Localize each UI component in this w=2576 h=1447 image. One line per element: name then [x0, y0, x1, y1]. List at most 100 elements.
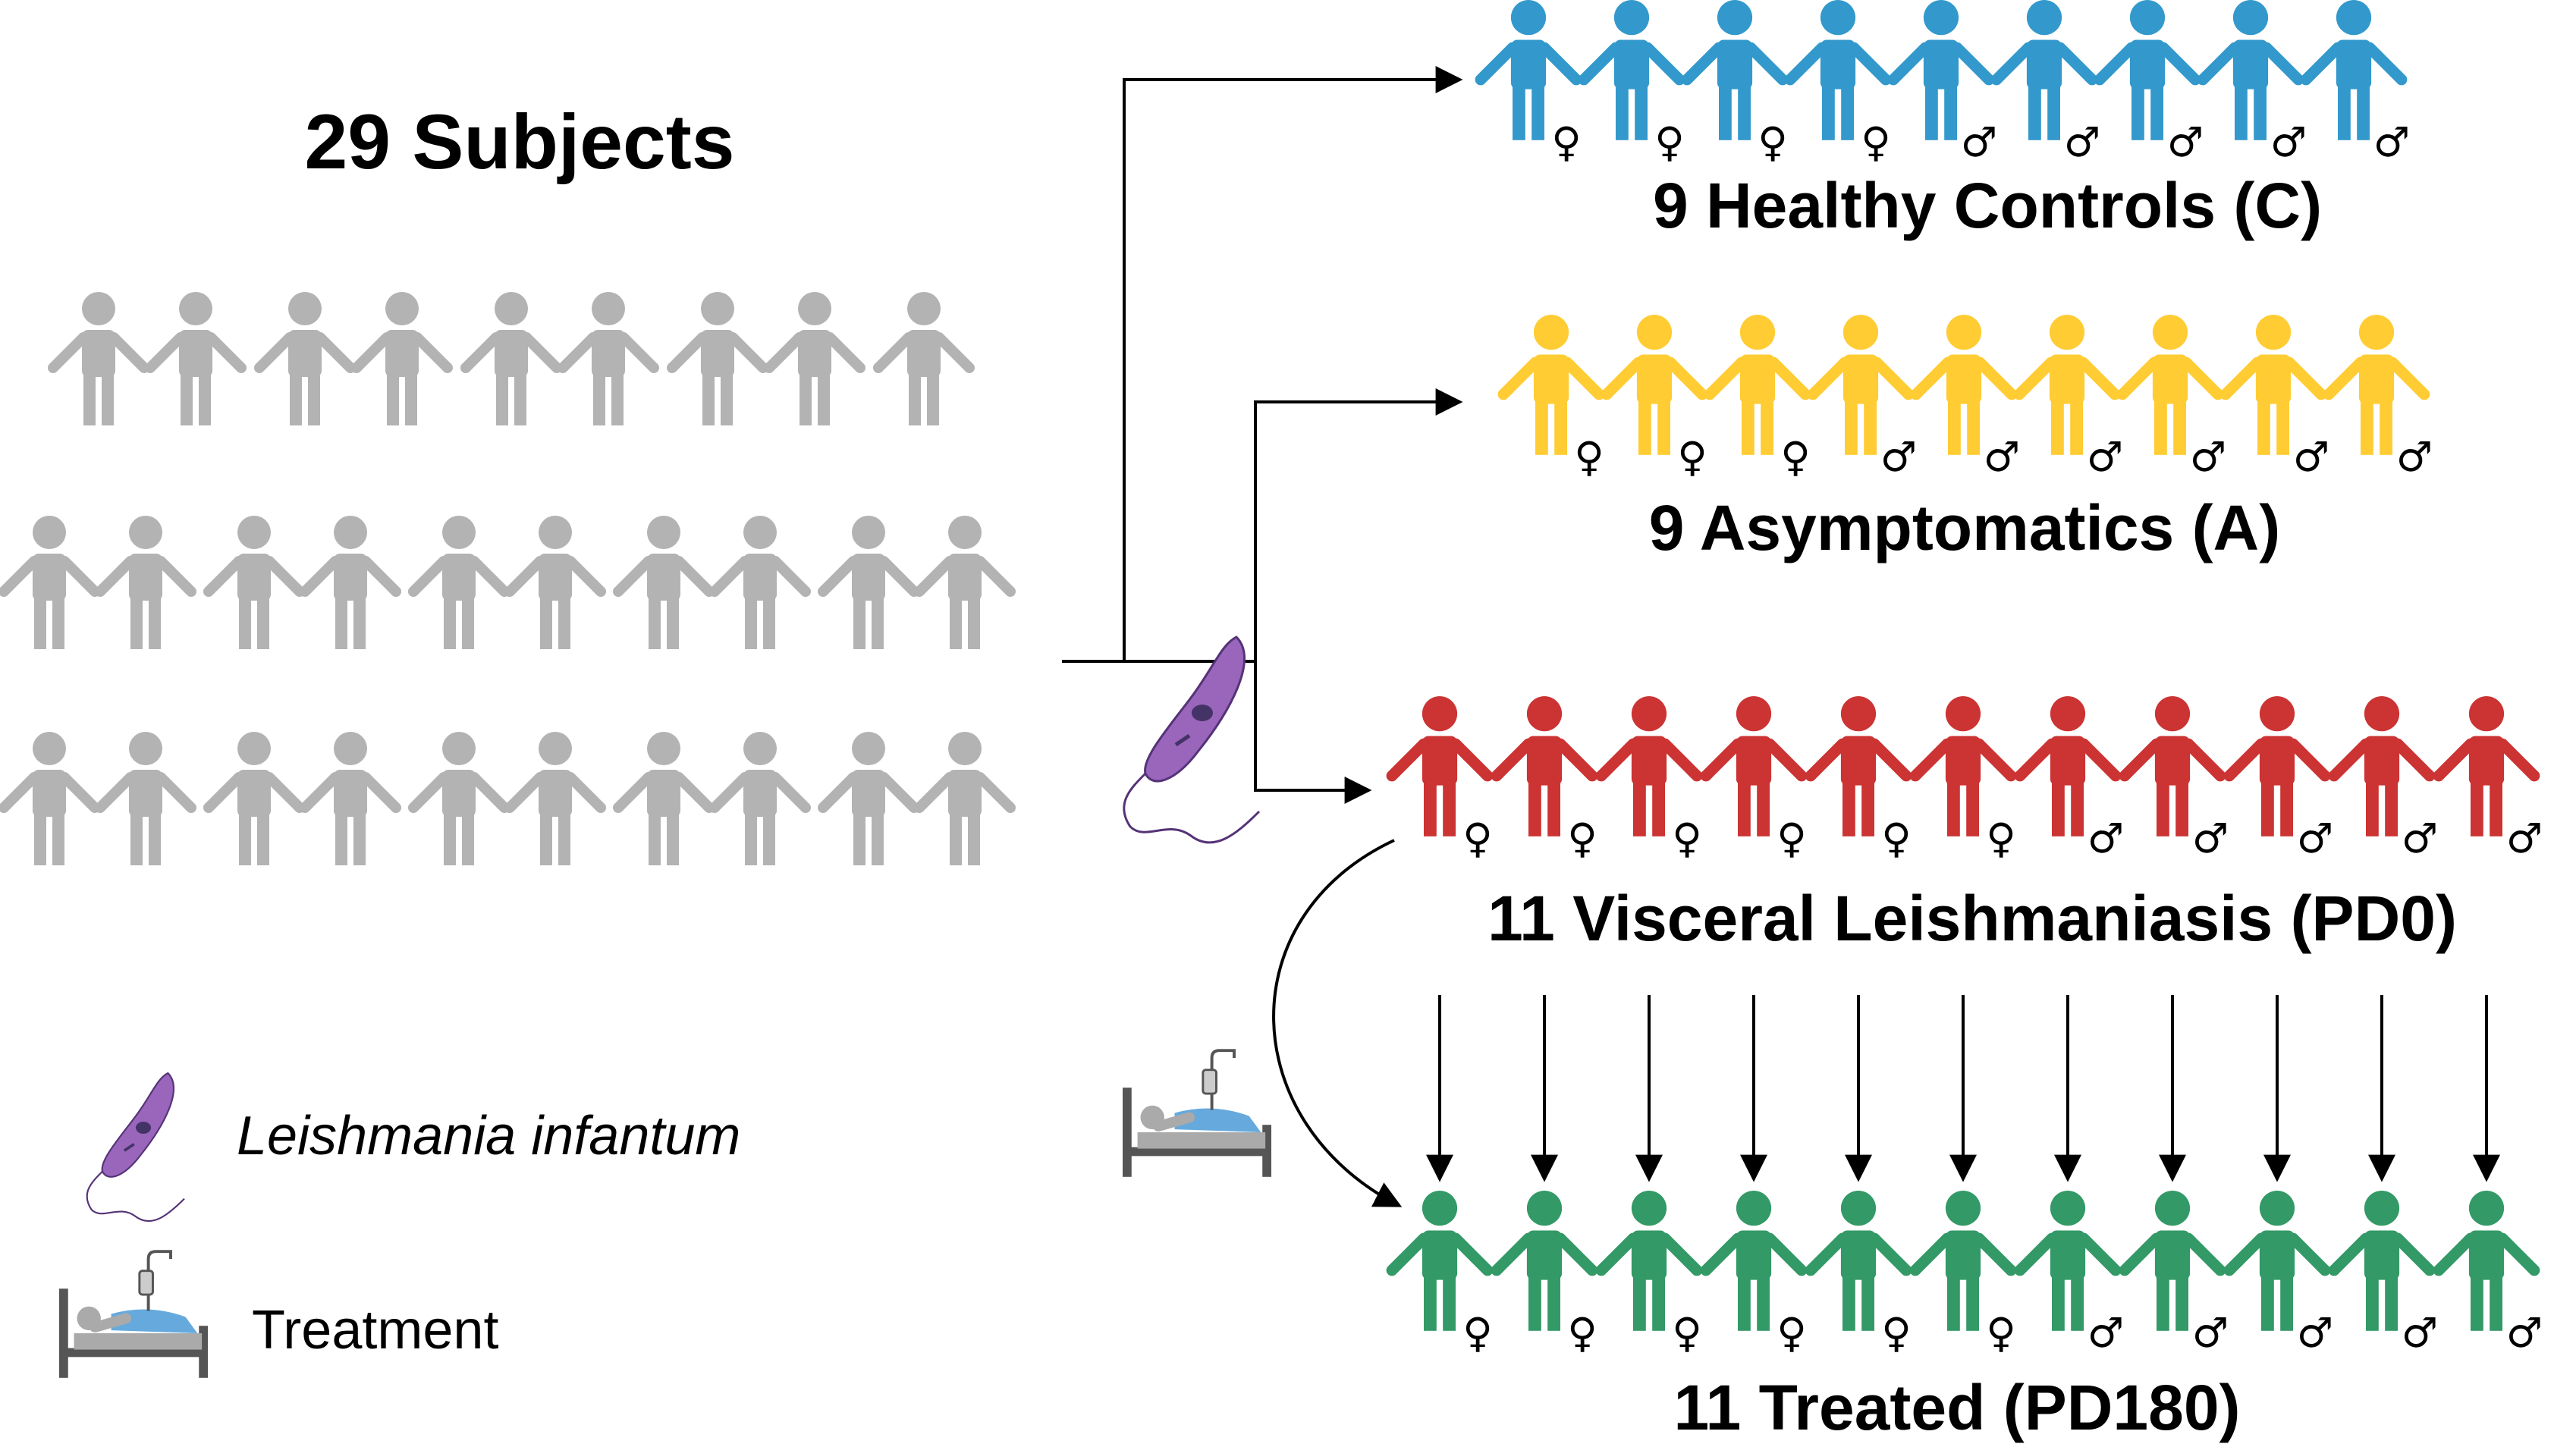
sex-symbol: ♀ — [1551, 118, 1582, 166]
group-label-treated: 11 Treated (PD180) — [1673, 1372, 2240, 1443]
subject-figure — [667, 292, 768, 425]
group-label-asymptomatic: 9 Asymptomatics (A) — [1649, 492, 2280, 563]
treated-figure — [2223, 1191, 2331, 1331]
subject-figure — [818, 732, 919, 865]
sex-symbol: ♂ — [2297, 1309, 2333, 1357]
subject-figure — [613, 732, 715, 865]
controls-figure — [1475, 0, 1582, 140]
sex-symbol: ♀ — [1462, 815, 1493, 862]
subject-figure — [613, 516, 715, 649]
sex-symbol: ♂ — [2297, 815, 2333, 862]
treatment-bed-icon — [1123, 1049, 1271, 1177]
treated-figure — [1909, 1191, 2017, 1331]
sex-symbol: ♂ — [2270, 118, 2307, 166]
sex-symbol: ♂ — [1880, 433, 1917, 481]
sex-symbol: ♀ — [1672, 815, 1702, 862]
asymptomatic-figure — [2116, 315, 2224, 455]
subject-figure — [764, 292, 865, 425]
subject-figure — [818, 516, 919, 649]
vl-figure — [1805, 696, 1912, 836]
sex-symbol: ♂ — [2087, 433, 2123, 481]
connector-vl — [1254, 661, 1372, 804]
group-label-controls: 9 Healthy Controls (C) — [1653, 170, 2322, 241]
sex-symbol: ♂ — [2088, 815, 2124, 862]
sex-symbol: ♀ — [1758, 118, 1788, 166]
vl-figure — [2014, 696, 2122, 836]
legend-treatment-bed-icon — [59, 1250, 208, 1378]
sex-symbol: ♀ — [1776, 815, 1807, 862]
legend-parasite-label: Leishmania infantum — [237, 1106, 740, 1166]
asymptomatic-figure — [1601, 315, 1708, 455]
group-treated: ♀♀♀♀♀♀♂♂♂♂♂11 Treated (PD180) — [1386, 1191, 2543, 1443]
sex-symbol: ♂ — [2192, 815, 2229, 862]
sex-symbol: ♀ — [1881, 815, 1912, 862]
asymptomatic-figure — [2219, 315, 2327, 455]
subject-figure — [709, 516, 811, 649]
subject-figure — [300, 732, 401, 865]
sex-symbol: ♂ — [2373, 118, 2410, 166]
connector-controls — [1123, 66, 1463, 661]
sex-symbol: ♀ — [1881, 1309, 1912, 1357]
asymptomatic-figure — [2013, 315, 2121, 455]
sex-symbol: ♂ — [2402, 1309, 2438, 1357]
patient-groups: ♀♀♀♀♂♂♂♂♂9 Healthy Controls (C)♀♀♀♂♂♂♂♂♂… — [1386, 0, 2543, 1443]
sex-symbol: ♂ — [2506, 1309, 2543, 1357]
parasite-icon — [1123, 636, 1261, 844]
asymptomatic-figure — [1807, 315, 1915, 455]
group-vl: ♀♀♀♀♀♀♂♂♂♂♂11 Visceral Leishmaniasis (PD… — [1386, 696, 2543, 954]
subject-figure — [145, 292, 247, 425]
subject-figure — [558, 292, 659, 425]
group-label-vl: 11 Visceral Leishmaniasis (PD0) — [1487, 883, 2457, 954]
subject-figure — [300, 516, 401, 649]
vl-figure — [2328, 696, 2436, 836]
controls-figure — [1784, 0, 1892, 140]
subject-population — [0, 292, 1016, 865]
vl-figure — [2433, 696, 2540, 836]
subject-figure — [0, 732, 100, 865]
sex-symbol: ♂ — [2402, 815, 2438, 862]
subject-figure — [914, 732, 1016, 865]
sex-symbol: ♀ — [1861, 118, 1891, 166]
asymptomatic-figure — [1497, 315, 1605, 455]
sex-symbol: ♀ — [1672, 1309, 1702, 1357]
sex-symbol: ♂ — [2088, 1309, 2124, 1357]
subject-figure — [203, 732, 305, 865]
sex-symbol: ♂ — [2064, 118, 2100, 166]
connector-treatment-curve — [1272, 839, 1403, 1207]
group-asymptomatic: ♀♀♀♂♂♂♂♂♂9 Asymptomatics (A) — [1497, 315, 2433, 563]
subject-figure — [460, 292, 562, 425]
subject-figure — [408, 516, 510, 649]
sex-symbol: ♂ — [1961, 118, 1997, 166]
sex-symbol: ♂ — [2190, 433, 2226, 481]
vl-figure — [2223, 696, 2331, 836]
asymptomatic-figure — [1704, 315, 1811, 455]
sex-symbol: ♀ — [1462, 1309, 1493, 1357]
legend-parasite-icon — [86, 1072, 185, 1223]
sex-symbol: ♂ — [2293, 433, 2329, 481]
asymptomatic-figure — [2323, 315, 2430, 455]
subject-figure — [504, 732, 606, 865]
vl-figure — [1491, 696, 1598, 836]
subject-figure — [873, 292, 975, 425]
sex-symbol: ♂ — [2167, 118, 2204, 166]
vl-figure — [1595, 696, 1703, 836]
controls-figure — [1887, 0, 1995, 140]
vl-figure — [2119, 696, 2226, 836]
subject-figure — [709, 732, 811, 865]
asymptomatic-figure — [1910, 315, 2018, 455]
sex-symbol: ♀ — [1780, 433, 1811, 481]
treated-figure — [2433, 1191, 2540, 1331]
treated-figure — [1805, 1191, 1912, 1331]
sex-symbol: ♂ — [2192, 1309, 2229, 1357]
sex-symbol: ♀ — [1986, 1309, 2016, 1357]
subject-figure — [408, 732, 510, 865]
subject-figure — [203, 516, 305, 649]
sex-symbol: ♀ — [1776, 1309, 1807, 1357]
subject-figure — [914, 516, 1016, 649]
sex-symbol: ♀ — [1986, 815, 2016, 862]
controls-figure — [2197, 0, 2304, 140]
controls-figure — [1578, 0, 1685, 140]
group-controls: ♀♀♀♀♂♂♂♂♂9 Healthy Controls (C) — [1475, 0, 2410, 241]
diagram-title: 29 Subjects — [305, 99, 735, 185]
